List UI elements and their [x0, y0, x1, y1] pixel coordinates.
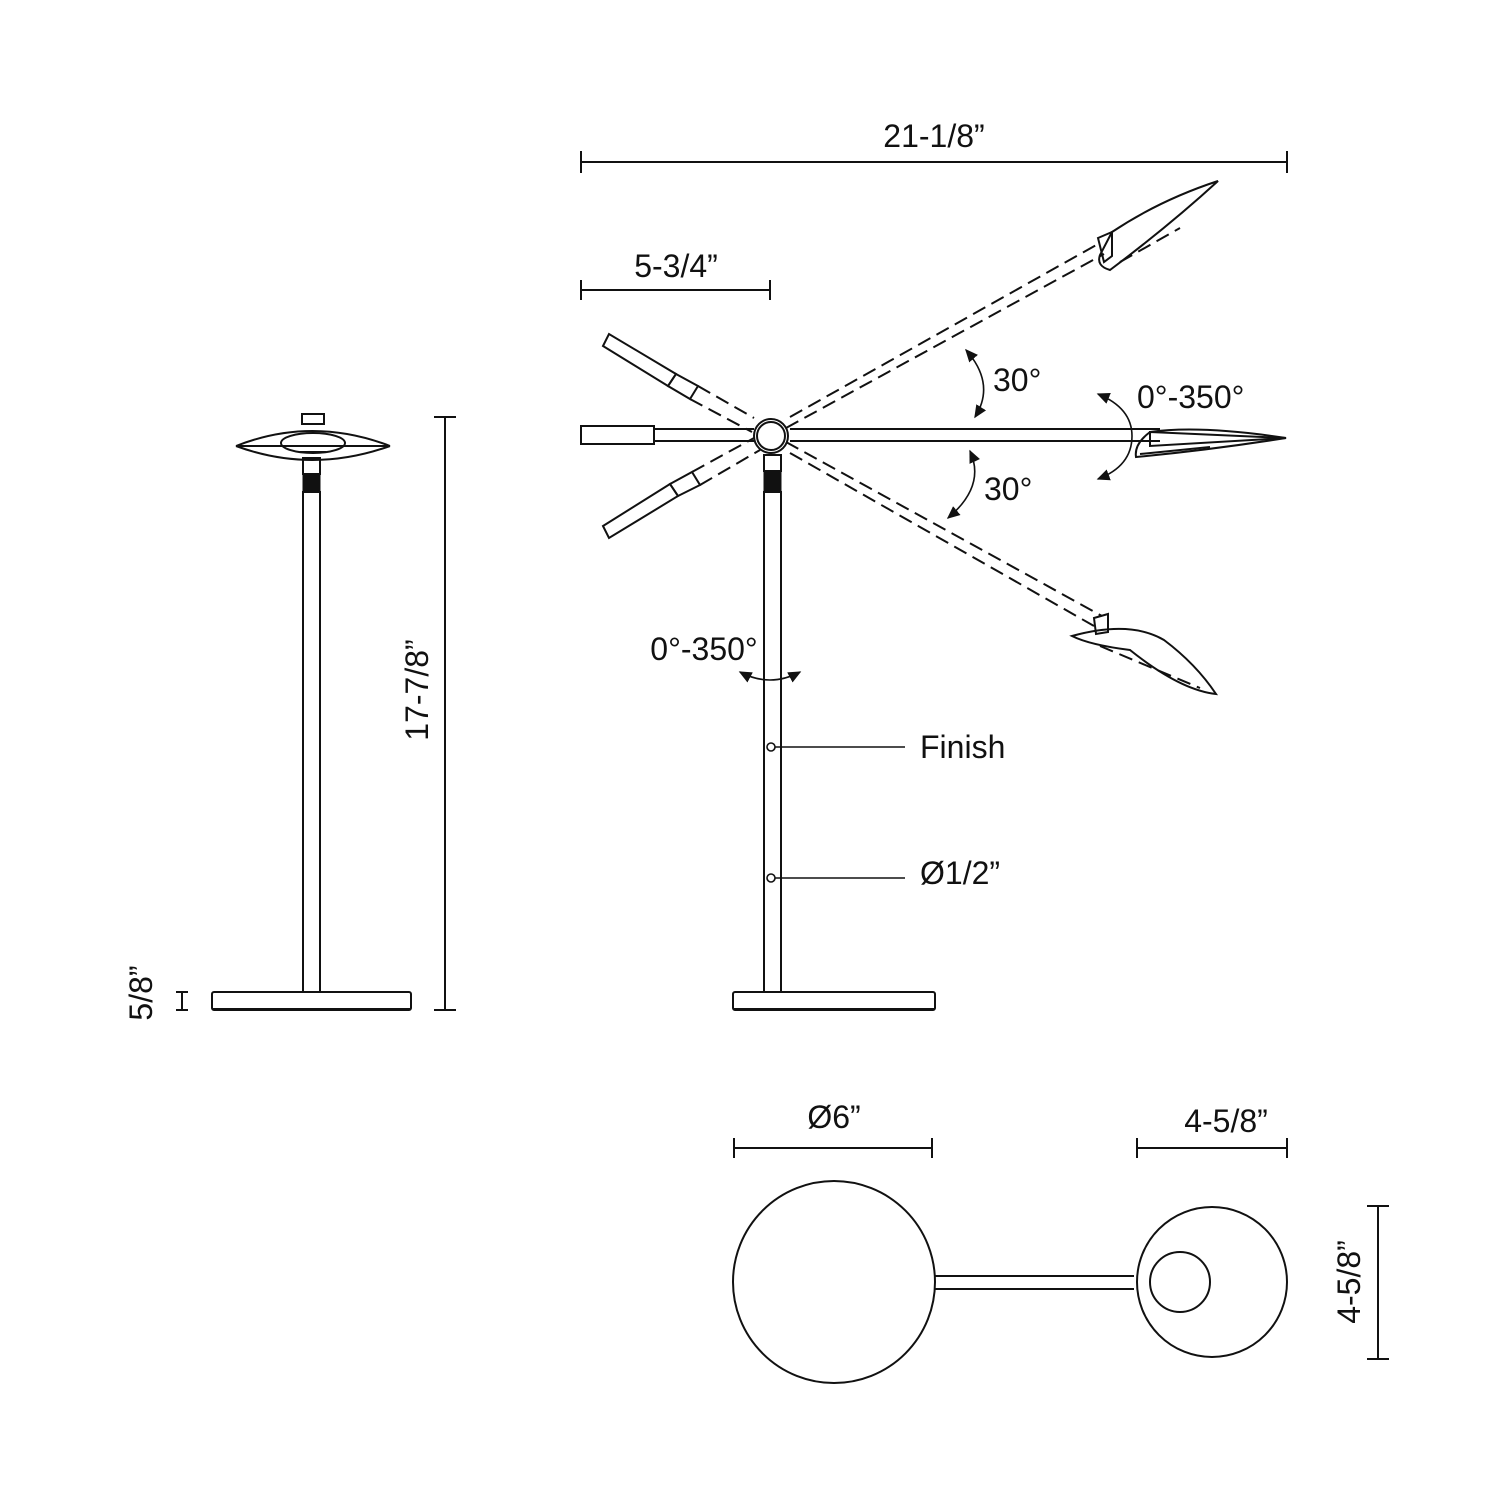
finish-label: Finish	[920, 729, 1005, 765]
stem-diameter-label: Ø1/2”	[920, 855, 1000, 891]
overall-width-dimension: 21-1/8”	[580, 118, 1288, 173]
head-rotation-label: 0°-350°	[1137, 379, 1244, 415]
overall-width-label: 21-1/8”	[883, 118, 984, 154]
head-rotation-angle: 0°-350°	[1096, 379, 1244, 481]
arm-horizontal	[580, 425, 1287, 459]
side-joint	[763, 454, 782, 472]
arm-down-angle: 30°	[946, 449, 1032, 519]
stem-rotation-angle: 0°-350°	[650, 631, 802, 683]
top-head-lens	[1149, 1251, 1211, 1313]
front-collar	[302, 473, 321, 493]
front-shade	[235, 413, 391, 461]
arm-up-angle-label: 30°	[993, 362, 1041, 398]
top-base	[732, 1180, 936, 1384]
top-head	[1136, 1206, 1288, 1358]
arm-lowered	[785, 441, 1219, 696]
counterweight-raised	[601, 332, 755, 433]
counterweight-reach-label: 5-3/4”	[634, 248, 718, 284]
front-base	[211, 991, 412, 1011]
base-height-label: 5/8”	[123, 965, 159, 1020]
side-collar	[763, 470, 782, 493]
head-depth-dimension: 4-5/8”	[1331, 1205, 1389, 1360]
head-width-dimension: 4-5/8”	[1136, 1103, 1288, 1158]
base-height-dimension: 5/8”	[123, 965, 188, 1021]
stem-rotation-label: 0°-350°	[650, 631, 757, 667]
overall-height-label: 17-7/8”	[399, 639, 435, 740]
finish-callout: Finish	[766, 729, 1005, 765]
base-diameter-dimension: Ø6”	[733, 1099, 933, 1158]
front-stem	[302, 491, 321, 993]
overall-height-dimension: 17-7/8”	[399, 416, 456, 1011]
top-view	[732, 1180, 1288, 1384]
side-base	[732, 991, 936, 1011]
front-view	[211, 413, 412, 1011]
side-stem	[763, 491, 782, 993]
arm-raised	[785, 180, 1219, 429]
base-diameter-label: Ø6”	[807, 1099, 860, 1135]
arm-pivot	[753, 418, 789, 454]
head-depth-label: 4-5/8”	[1331, 1240, 1367, 1324]
counterweight-lowered	[601, 437, 761, 540]
counterweight-reach-dimension: 5-3/4”	[580, 248, 771, 300]
head-width-label: 4-5/8”	[1184, 1103, 1268, 1139]
arm-down-angle-label: 30°	[984, 471, 1032, 507]
arm-pivot-inner	[756, 421, 786, 451]
arm-up-angle: 30°	[965, 348, 1041, 419]
stem-diameter-callout: Ø1/2”	[766, 855, 1000, 891]
